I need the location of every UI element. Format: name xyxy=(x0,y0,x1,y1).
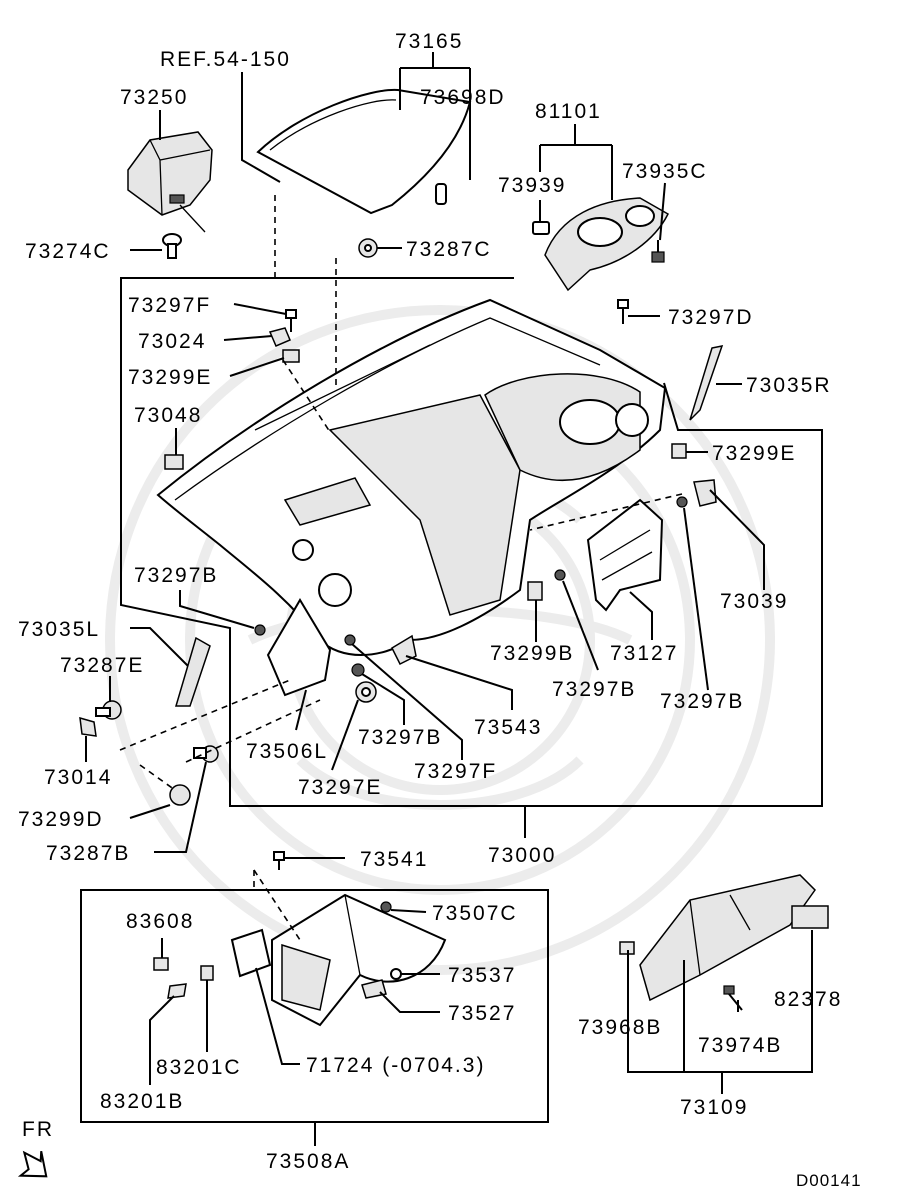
label-82378: 82378 xyxy=(774,988,842,1011)
bracket-73024-shape xyxy=(268,327,291,347)
meter-hood-shape xyxy=(544,197,669,292)
airbag-module-shape xyxy=(127,131,213,233)
label-73297F-top: 73297F xyxy=(128,294,211,317)
label-73035R: 73035R xyxy=(746,374,832,397)
label-73287C: 73287C xyxy=(406,238,492,261)
label-73506L: 73506L xyxy=(246,740,328,763)
label-73109: 73109 xyxy=(680,1096,748,1119)
dashboard-group-box xyxy=(120,277,823,807)
screw-73935C-shape xyxy=(651,240,665,263)
label-73048: 73048 xyxy=(134,404,202,427)
label-73537: 73537 xyxy=(448,964,516,987)
label-73297B-right: 73297B xyxy=(660,690,744,713)
label-73543: 73543 xyxy=(474,716,542,739)
label-73299D: 73299D xyxy=(18,808,104,831)
label-73024: 73024 xyxy=(138,330,206,353)
diagram-id: D00141 xyxy=(796,1171,862,1187)
label-73297D: 73297D xyxy=(668,306,754,329)
label-73274C: 73274C xyxy=(25,240,111,263)
side-trim-73035R-shape xyxy=(689,345,724,421)
label-83201B: 83201B xyxy=(100,1090,184,1113)
label-83608: 83608 xyxy=(126,910,194,933)
clip-73939-shape xyxy=(532,221,550,235)
screw-73974B-shape xyxy=(723,985,743,1011)
nut-73297E-shape xyxy=(355,681,377,703)
label-73507C: 73507C xyxy=(432,902,518,925)
label-73287E: 73287E xyxy=(60,654,144,677)
clip-73048-shape xyxy=(164,454,184,470)
label-71724-shape xyxy=(230,928,272,978)
clip-73299B-shape xyxy=(527,581,543,601)
label-73297E: 73297E xyxy=(298,776,382,799)
screw-73297D-shape xyxy=(617,299,629,324)
switch-82378-shape xyxy=(791,905,829,929)
latch-73527-shape xyxy=(361,979,387,999)
label-73035L: 73035L xyxy=(18,618,100,641)
nut-73287B-shape xyxy=(193,745,219,763)
clip-73299E-shape xyxy=(282,349,300,363)
nut-73287E-shape xyxy=(95,700,122,720)
label-73527: 73527 xyxy=(448,1002,516,1025)
label-73698D: 73698D xyxy=(420,86,506,109)
clip-83201B-shape xyxy=(167,983,187,999)
label-73297B-center: 73297B xyxy=(552,678,636,701)
clip-83608-shape xyxy=(153,957,169,971)
label-71724: 71724 (-0704.3) xyxy=(306,1054,485,1077)
screw-73297F-bottom-shape xyxy=(344,634,356,646)
side-trim-73035L-shape xyxy=(174,636,211,707)
bolt-73274C-shape xyxy=(162,233,182,259)
direction-label: FR xyxy=(22,1118,54,1141)
label-73939: 73939 xyxy=(498,174,566,197)
label-73127: 73127 xyxy=(610,642,678,665)
label-73299E-right: 73299E xyxy=(712,442,796,465)
screw-73507C-shape xyxy=(380,901,392,913)
label-73508A: 73508A xyxy=(266,1150,350,1173)
label-83201C: 83201C xyxy=(156,1056,242,1079)
label-73299E-left: 73299E xyxy=(128,366,212,389)
screw-73297B-left-shape xyxy=(254,624,266,636)
label-73968B: 73968B xyxy=(578,1016,662,1039)
label-73297B-left: 73297B xyxy=(134,564,218,587)
screw-73297B-mid-shape xyxy=(351,663,365,677)
leader-lines xyxy=(85,52,813,1146)
glovebox-shape xyxy=(271,893,447,1027)
label-73287B: 73287B xyxy=(46,842,130,865)
label-73014: 73014 xyxy=(44,766,112,789)
label-73000: 73000 xyxy=(488,844,556,867)
label-73039: 73039 xyxy=(720,590,788,613)
bracket-73127-shape xyxy=(586,498,664,612)
label-73935C: 73935C xyxy=(622,160,708,183)
label-73165: 73165 xyxy=(395,30,463,53)
screw-73297B-right-shape xyxy=(676,496,688,508)
screw-73297B-center-shape xyxy=(554,569,566,581)
clip-73698D-shape xyxy=(435,183,447,205)
label-73297B-mid: 73297B xyxy=(358,726,442,749)
front-direction-arrow-icon xyxy=(17,1150,48,1178)
clip-73014-shape xyxy=(79,716,97,737)
lower-cover-shape xyxy=(639,874,816,1002)
lower-panel-73506L-shape xyxy=(266,598,332,697)
label-ref: REF.54-150 xyxy=(160,48,291,71)
bolt-73297F-shape xyxy=(285,309,297,332)
clip-83201C-shape xyxy=(200,965,214,981)
label-73541: 73541 xyxy=(360,848,428,871)
clip-73299D-shape xyxy=(169,784,191,806)
instrument-panel-shape xyxy=(156,298,667,656)
label-73297F-bottom: 73297F xyxy=(414,760,497,783)
part-labels: REF.54-150 73165 73698D 73250 73274C 811… xyxy=(18,30,862,1187)
screw-73537-shape xyxy=(390,968,402,980)
nut-73287C-shape xyxy=(358,238,378,258)
label-81101: 81101 xyxy=(535,100,602,123)
label-73250: 73250 xyxy=(120,86,188,109)
clip-73299E-right-shape xyxy=(671,443,687,459)
screw-73541-shape xyxy=(273,851,285,870)
clip-73039-shape xyxy=(693,479,717,507)
label-73299B: 73299B xyxy=(490,642,574,665)
label-73974B: 73974B xyxy=(698,1034,782,1057)
